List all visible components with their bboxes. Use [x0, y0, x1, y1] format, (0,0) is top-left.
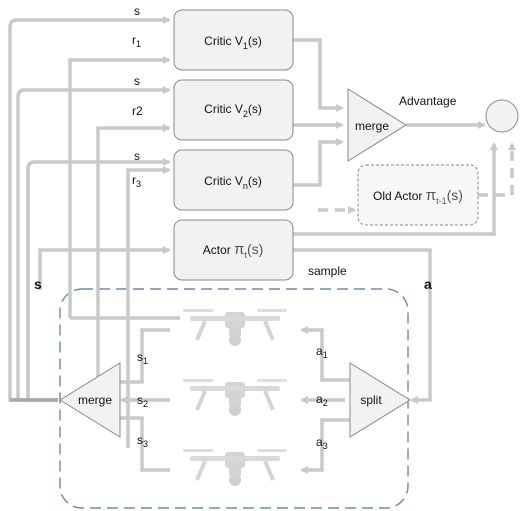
edge-r3-to-criticn: [126, 166, 171, 448]
edge-oldactor-to-output: [478, 142, 516, 197]
label-sample: sample: [308, 264, 347, 278]
label-s-low: s: [134, 149, 140, 163]
merge-bottom: merge: [59, 362, 121, 438]
label-s1: s1: [137, 350, 148, 366]
critic-v2-box: Critic V2(s): [173, 79, 294, 141]
edge-drone3-to-merge: [112, 414, 170, 472]
svg-text:Actor πt(s): Actor πt(s): [203, 241, 264, 260]
svg-text:Critic V1(s): Critic V1(s): [204, 34, 262, 51]
edge-split-to-drone1: [300, 326, 350, 382]
label-s-mid: s: [134, 74, 140, 88]
svg-text:merge: merge: [355, 119, 389, 133]
svg-text:merge: merge: [78, 393, 112, 407]
edge-s-to-critic2: [16, 86, 171, 402]
label-r2: r2: [132, 104, 143, 118]
old-actor-box: Old Actor πt-1(s): [357, 164, 479, 226]
drone-3: [181, 447, 289, 488]
critic-v1-box: Critic V1(s): [173, 9, 294, 71]
label-s-side: s: [34, 276, 42, 292]
label-s2: s2: [137, 393, 148, 409]
edge-critic1-to-merge: [293, 38, 344, 112]
label-a1: a1: [316, 344, 328, 360]
split-node: split: [349, 362, 411, 438]
label-r3: r3: [132, 173, 141, 189]
output-node: [485, 99, 519, 133]
edge-r2-to-critic2: [96, 124, 171, 378]
edge-s-to-actor: [38, 246, 171, 290]
drone-1: [181, 307, 289, 348]
edge-drone1-to-merge: [112, 328, 170, 386]
label-a2: a2: [316, 392, 328, 408]
merge-top: merge: [347, 88, 407, 162]
edge-actor-to-output: [293, 142, 498, 236]
critic-vn-box: Critic Vn(s): [173, 149, 294, 211]
edge-s-to-criticn: [26, 158, 171, 402]
label-s3: s3: [137, 433, 148, 449]
label-s-top: s: [134, 4, 140, 18]
edge-r1-to-critic1: [68, 56, 171, 318]
svg-text:Old Actor πt-1(s): Old Actor πt-1(s): [373, 187, 463, 206]
label-a-side: a: [424, 276, 432, 292]
label-r1: r1: [132, 33, 141, 49]
edge-criticn-to-merge: [293, 138, 344, 187]
svg-text:Critic V2(s): Critic V2(s): [204, 102, 262, 119]
svg-text:split: split: [360, 393, 382, 407]
edge-s-to-critic1: [8, 16, 171, 402]
edge-split-to-drone3: [300, 418, 350, 474]
drone-2: [181, 377, 289, 418]
svg-text:Critic Vn(s): Critic Vn(s): [204, 174, 262, 191]
edge-actor-to-split: [293, 248, 432, 404]
label-a3: a3: [316, 435, 328, 451]
actor-box: Actor πt(s): [173, 219, 294, 281]
label-advantage: Advantage: [399, 94, 457, 108]
